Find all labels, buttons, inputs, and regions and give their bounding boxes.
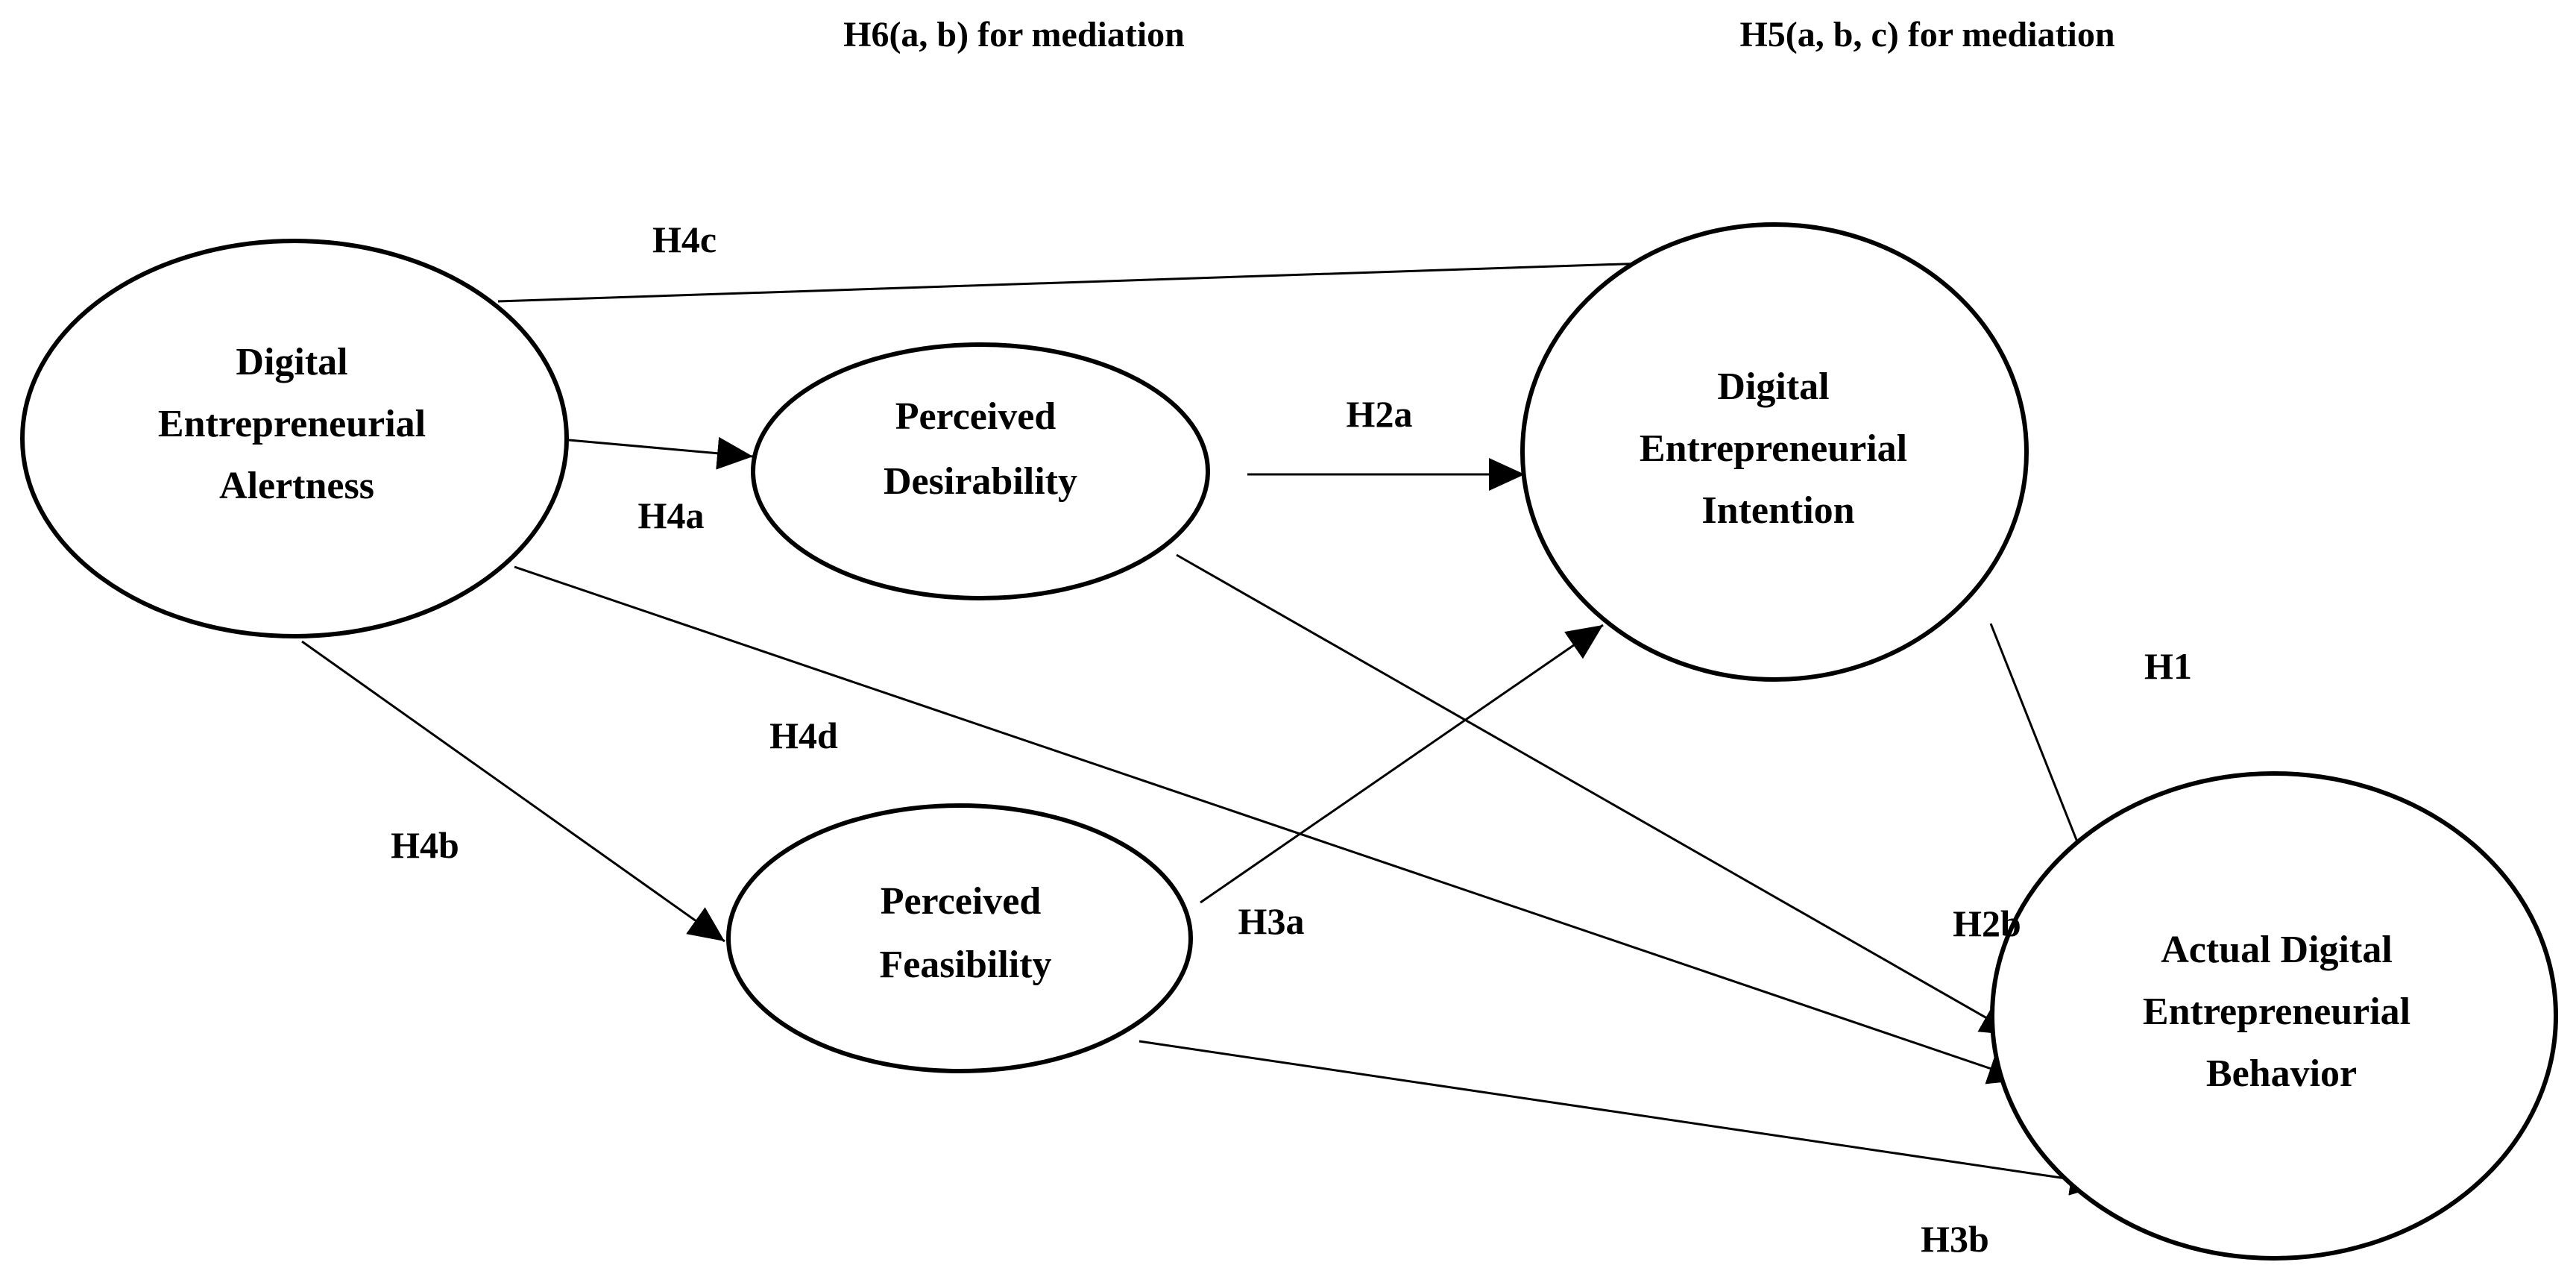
edge-h4b (301, 640, 725, 943)
edge-h1 (1989, 623, 2096, 884)
edge-label-h3a: H3a (1238, 900, 1305, 942)
edge-label-h4d: H4d (769, 715, 838, 756)
edge-h3a (1200, 624, 1604, 904)
edge-label-h2a: H2a (1347, 393, 1413, 435)
node-dea-line-3: Alertness (219, 465, 374, 507)
edge-h4a (568, 436, 754, 470)
edge-h4c (497, 245, 1713, 303)
header-h6-mediation: H6(a, b) for mediation (843, 15, 1185, 54)
node-dei-line-1: Digital (1717, 365, 1829, 408)
node-digital-entrepreneurial-intention: Digital Entrepreneurial Intention (1520, 222, 2029, 682)
node-adeb-line-3: Behavior (2206, 1052, 2357, 1095)
edge-label-h2b: H2b (1953, 903, 2021, 944)
svg-text:Perceived Desirability: Perceived Desirability (884, 395, 1077, 503)
svg-text:Actual Digital Entrepren: Actual Digital Entrepreneurial Behavior (2143, 929, 2420, 1095)
node-dea-line-1: Digital (236, 341, 347, 383)
edge-label-h4c: H4c (652, 219, 717, 260)
node-adeb-line-2: Entrepreneurial (2143, 991, 2410, 1033)
node-dei-line-2: Entrepreneurial (1640, 427, 1907, 470)
node-perceived-feasibility: Perceived Feasibility (726, 803, 1193, 1073)
edge-label-h3b: H3b (1921, 1218, 1989, 1260)
edge-label-h4a: H4a (638, 495, 705, 536)
node-dei-line-3: Intention (1701, 489, 1854, 532)
node-actual-digital-entrepreneurial-behavior: Actual Digital Entrepreneurial Behavior (1990, 771, 2558, 1261)
edge-h4d (514, 565, 2025, 1084)
node-pf-line-1: Perceived (881, 880, 1042, 923)
node-perceived-desirability: Perceived Desirability (751, 342, 1210, 600)
node-adeb-line-1: Actual Digital (2161, 929, 2393, 971)
edge-label-h1: H1 (2144, 645, 2192, 687)
edge-h2b (1176, 553, 2018, 1037)
node-digital-entrepreneurial-alertness: Digital Entrepreneurial Alertness (20, 239, 569, 638)
svg-text:Digital Entrepreneurial: Digital Entrepreneurial Intention (1640, 365, 1917, 532)
header-h5-mediation: H5(a, b, c) for mediation (1739, 15, 2114, 54)
node-dea-line-2: Entrepreneurial (158, 403, 426, 445)
svg-text:Perceived Feasibility: Perceived Feasibility (879, 880, 1051, 986)
node-pd-line-1: Perceived (895, 395, 1056, 438)
edge-label-h4b: H4b (391, 824, 459, 866)
node-pf-line-2: Feasibility (879, 944, 1051, 986)
edge-h3b (1139, 1040, 2107, 1196)
svg-text:Digital Entrepreneurial: Digital Entrepreneurial Alertness (158, 341, 435, 507)
node-pd-line-2: Desirability (884, 460, 1077, 503)
